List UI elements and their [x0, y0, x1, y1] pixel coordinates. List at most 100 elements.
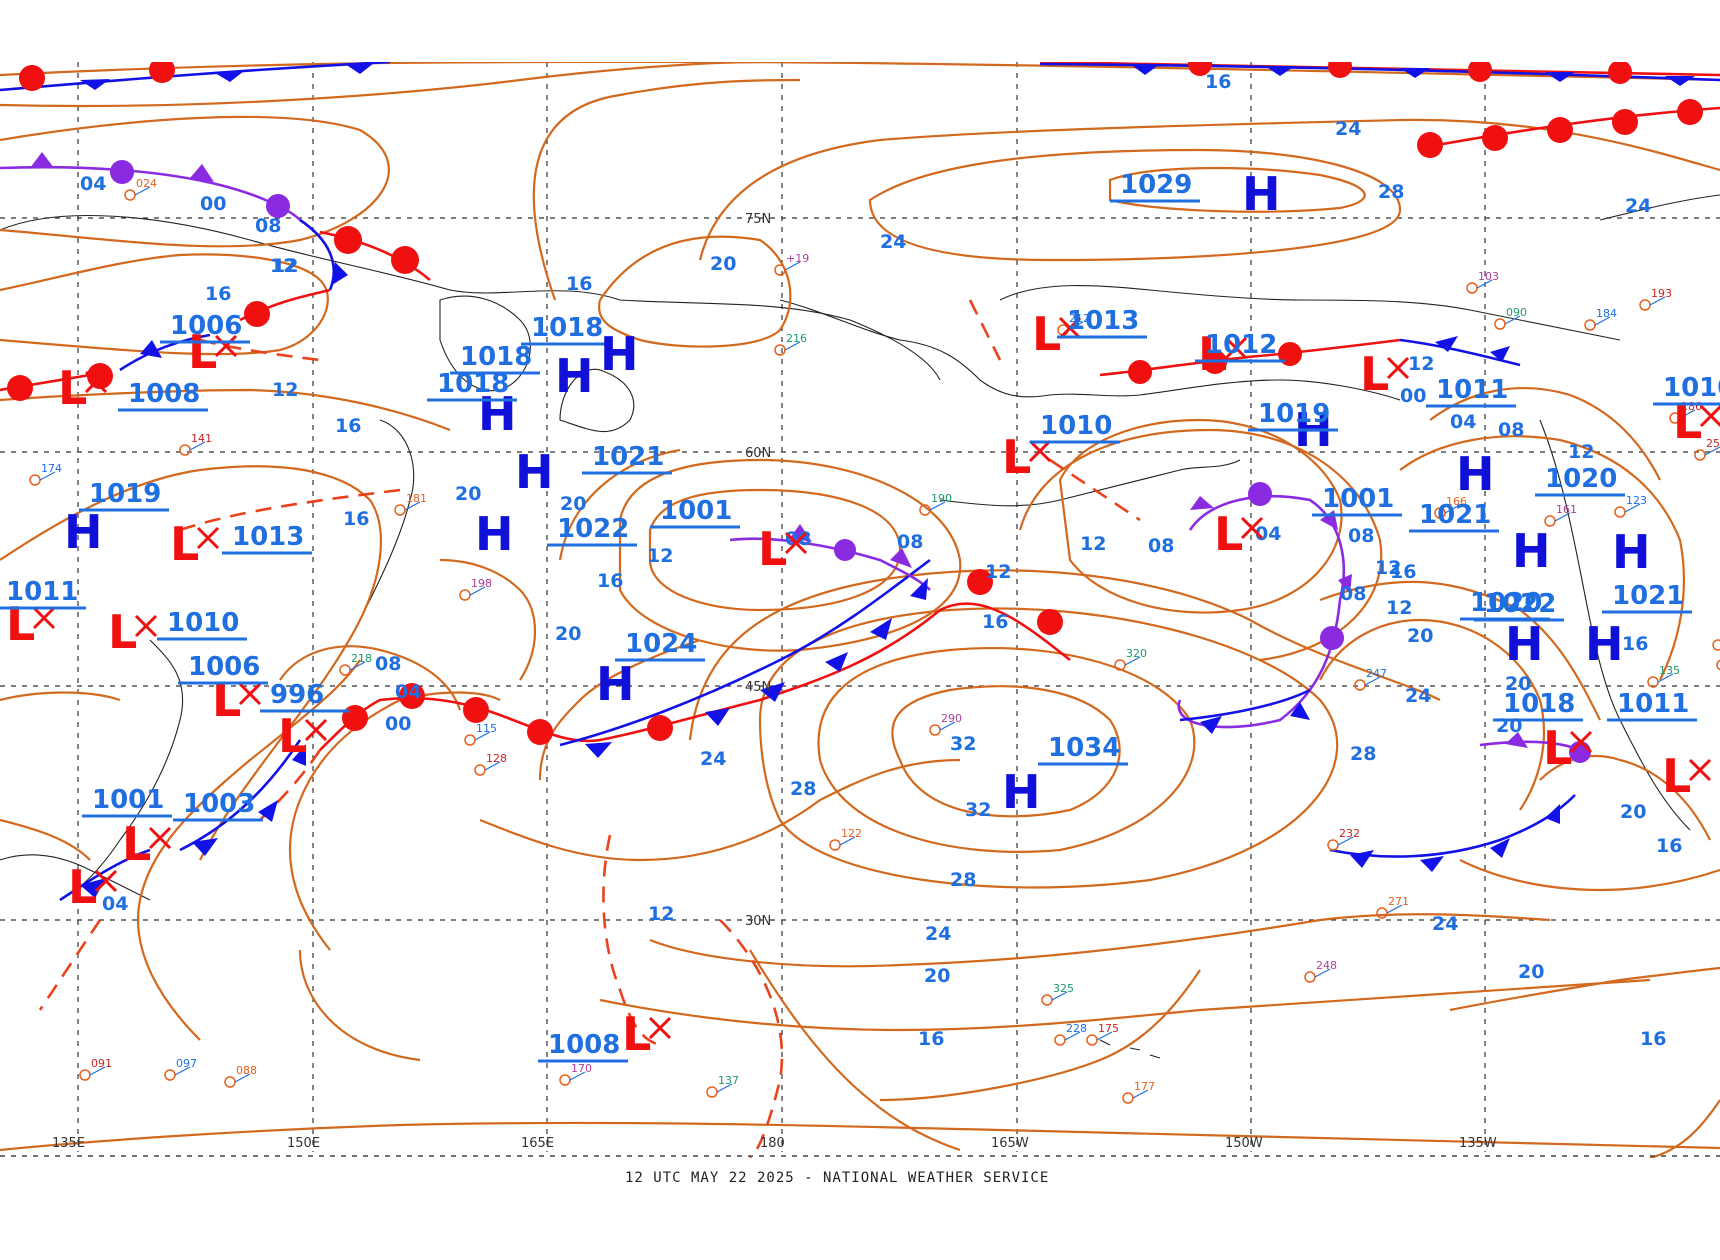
- station-plot: +19: [774, 252, 809, 276]
- low-pressure-label: 1013: [232, 522, 304, 552]
- station-plot: 250: [1694, 437, 1720, 461]
- isobar-value-label: 28: [950, 869, 976, 891]
- low-symbol: L: [758, 522, 787, 576]
- wind-barb: [1476, 279, 1493, 289]
- wind-barb: [1444, 504, 1461, 514]
- station-circle: [1054, 1034, 1066, 1046]
- station-value: 128: [486, 752, 507, 765]
- lon-label: 150E: [287, 1136, 320, 1151]
- station-plot: 228: [1054, 1022, 1087, 1046]
- wind-barb: [234, 1073, 251, 1083]
- high-symbol: H: [1585, 617, 1624, 671]
- lat-label: 45N: [745, 680, 771, 695]
- isobar-value-label: 00: [385, 713, 411, 735]
- station-value: 271: [1388, 895, 1409, 908]
- high-symbol: H: [555, 349, 594, 403]
- isobar-value-label: 12: [1080, 533, 1106, 555]
- station-circle: [164, 1069, 176, 1081]
- station-circle: [459, 589, 471, 601]
- station-value: 193: [1651, 287, 1672, 300]
- station-circle: [1086, 1034, 1098, 1046]
- station-value: 216: [786, 332, 807, 345]
- station-plot: 184: [1584, 307, 1617, 331]
- high-pressure-label: 1019: [89, 479, 161, 509]
- high-symbol: H: [475, 507, 514, 561]
- isobar-value-label: 00: [200, 193, 226, 215]
- station-plot: 128: [474, 752, 507, 776]
- isobar-value-label: 16: [566, 273, 592, 295]
- low-symbol: L: [6, 597, 35, 651]
- station-circle: [1376, 907, 1388, 919]
- isobar-value-label: 12: [647, 545, 673, 567]
- isobar-value-label: 16: [1640, 1028, 1666, 1050]
- station-value: 250: [1706, 437, 1720, 450]
- wind-barb: [1364, 676, 1381, 686]
- station-value: 175: [1098, 1022, 1119, 1035]
- wind-barb: [1679, 409, 1696, 419]
- station-plot: 090: [1494, 306, 1527, 330]
- station-plot: 271: [1376, 895, 1409, 919]
- isobar-value-label: 24: [925, 923, 951, 945]
- wind-barb: [1124, 656, 1141, 666]
- station-circle: [394, 504, 406, 516]
- station-value: 198: [471, 577, 492, 590]
- station-plot: 091: [79, 1057, 112, 1081]
- wind-barb: [1051, 991, 1068, 1001]
- station-value: 091: [91, 1057, 112, 1070]
- high-symbol: H: [596, 657, 635, 711]
- low-x-mark: [32, 606, 56, 630]
- station-plot: 122: [829, 827, 862, 851]
- low-x-mark: [1386, 356, 1410, 380]
- isobar-value-label: 08: [255, 215, 281, 237]
- wind-barb: [174, 1066, 191, 1076]
- high-pressure-label: 1018: [437, 369, 509, 399]
- isobar-value-label: 20: [1407, 625, 1433, 647]
- low-pressure-label: 1010: [1040, 411, 1112, 441]
- low-pressure-label: 1011: [1617, 689, 1689, 719]
- isobar-value-label: 20: [710, 253, 736, 275]
- isobar-value-label: 20: [924, 965, 950, 987]
- low-x-mark: [1058, 316, 1082, 340]
- high-pressure-label: 1034: [1048, 733, 1120, 763]
- station-plot: 198: [459, 577, 492, 601]
- station-value: 166: [1446, 495, 1467, 508]
- cold-front-east-b: [1329, 794, 1576, 858]
- station-circle: [1712, 639, 1720, 651]
- wind-barb: [1132, 1089, 1149, 1099]
- station-circle: [79, 1069, 91, 1081]
- high-symbol: H: [64, 505, 103, 559]
- wind-barb: [784, 341, 801, 351]
- station-value: 232: [1339, 827, 1360, 840]
- high-symbol: H: [1505, 617, 1544, 671]
- high-pressure-label: 1021: [1419, 500, 1491, 530]
- station-circle: [706, 1086, 718, 1098]
- station-value: 228: [1066, 1022, 1087, 1035]
- isobar-value-label: 20: [1505, 673, 1531, 695]
- isobar-value-label: 08: [1498, 419, 1524, 441]
- low-pressure-label: 1010: [167, 608, 239, 638]
- low-pressure-label: 1013: [1067, 306, 1139, 336]
- low-pressure-label: 1008: [548, 1030, 620, 1060]
- high-symbol: H: [1002, 765, 1041, 819]
- wind-barb: [1386, 904, 1403, 914]
- station-value: 103: [1478, 270, 1499, 283]
- station-value: 248: [1316, 959, 1337, 972]
- isobar-value-label: 28: [1378, 181, 1404, 203]
- low-pressure-label: 1006: [188, 652, 260, 682]
- low-symbol: L: [1662, 749, 1691, 803]
- high-pressure-label: 1022: [1484, 589, 1556, 619]
- station-circle: [1122, 1092, 1134, 1104]
- high-pressure-label: 1018: [531, 313, 603, 343]
- low-pressure-label: 1018: [1503, 689, 1575, 719]
- station-plot: 177: [1122, 1080, 1155, 1104]
- station-circle: [339, 664, 351, 676]
- station-circle: [1614, 506, 1626, 518]
